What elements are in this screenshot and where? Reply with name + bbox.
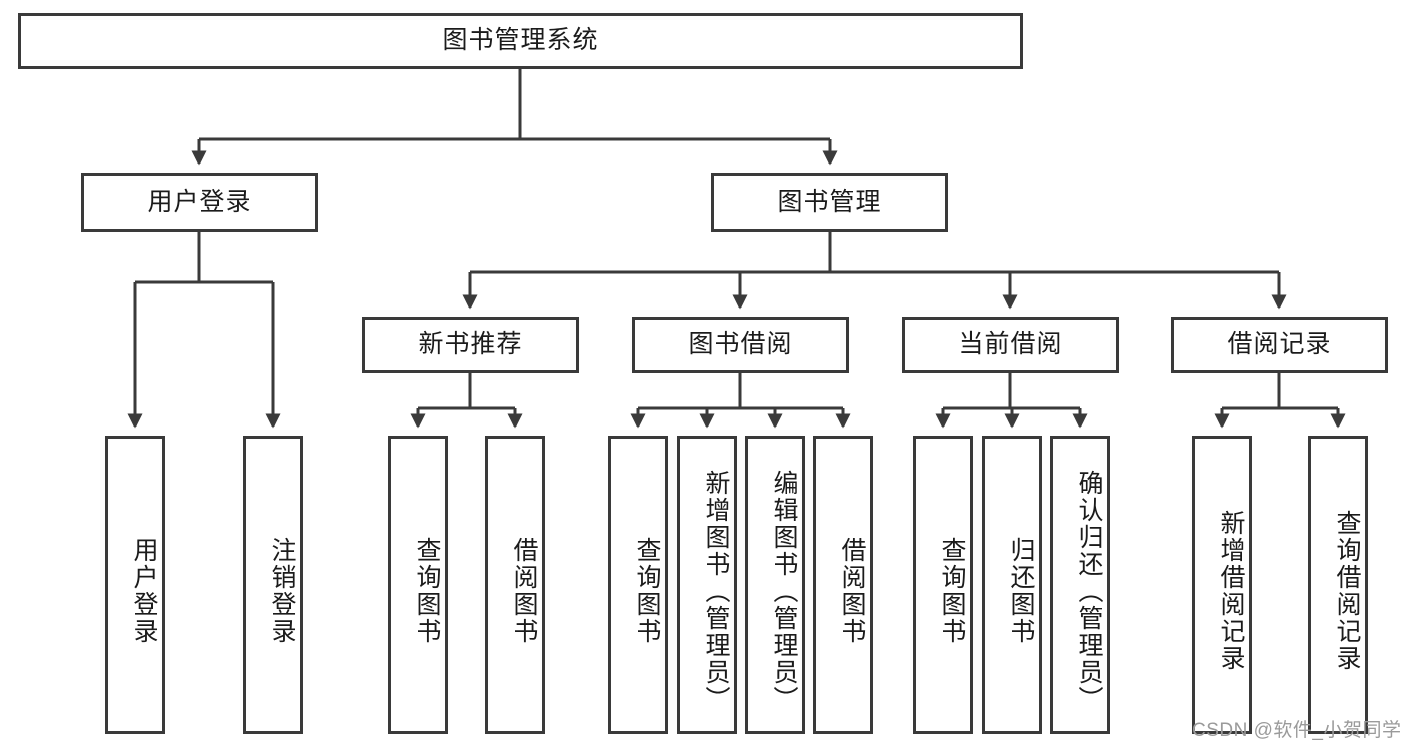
node-current-borrow-label: 当前借阅 (958, 330, 1063, 359)
leaf-query-book-current[interactable]: 查询图书 (913, 436, 973, 734)
leaf-logout[interactable]: 注销登录 (243, 436, 303, 734)
leaf-return-book[interactable]: 归还图书 (982, 436, 1042, 734)
node-new-book-recommend[interactable]: 新书推荐 (362, 317, 579, 373)
node-borrow-record[interactable]: 借阅记录 (1171, 317, 1388, 373)
leaf-query-borrow-record-label: 查询借阅记录 (1333, 510, 1361, 672)
leaf-query-borrow-record[interactable]: 查询借阅记录 (1308, 436, 1368, 734)
leaf-query-book-newbook-label: 查询图书 (413, 537, 441, 645)
leaf-user-login[interactable]: 用户登录 (105, 436, 165, 734)
leaf-edit-book-admin-label: 编辑图书（管理员） (770, 469, 798, 713)
leaf-add-borrow-record[interactable]: 新增借阅记录 (1192, 436, 1252, 734)
leaf-query-book-borrow[interactable]: 查询图书 (608, 436, 668, 734)
leaf-borrow-book-label: 借阅图书 (838, 537, 866, 645)
node-current-borrow[interactable]: 当前借阅 (902, 317, 1119, 373)
leaf-confirm-return-admin-label: 确认归还（管理员） (1075, 469, 1103, 713)
leaf-borrow-book-newbook-label: 借阅图书 (510, 537, 538, 645)
leaf-query-book-current-label: 查询图书 (938, 537, 966, 645)
node-borrow-record-label: 借阅记录 (1227, 330, 1332, 359)
leaf-edit-book-admin[interactable]: 编辑图书（管理员） (745, 436, 805, 734)
node-new-book-recommend-label: 新书推荐 (418, 330, 523, 359)
leaf-return-book-label: 归还图书 (1007, 537, 1035, 645)
node-root[interactable]: 图书管理系统 (18, 13, 1023, 69)
node-root-label: 图书管理系统 (442, 26, 599, 55)
leaf-confirm-return-admin[interactable]: 确认归还（管理员） (1050, 436, 1110, 734)
leaf-add-book-admin[interactable]: 新增图书（管理员） (677, 436, 737, 734)
node-book-management-label: 图书管理 (777, 187, 882, 216)
node-book-borrow-label: 图书借阅 (688, 330, 793, 359)
leaf-borrow-book-newbook[interactable]: 借阅图书 (485, 436, 545, 734)
leaf-borrow-book[interactable]: 借阅图书 (813, 436, 873, 734)
node-book-management[interactable]: 图书管理 (711, 173, 948, 232)
leaf-user-login-label: 用户登录 (130, 537, 158, 645)
leaf-query-book-borrow-label: 查询图书 (633, 537, 661, 645)
node-user-login[interactable]: 用户登录 (81, 173, 318, 232)
leaf-query-book-newbook[interactable]: 查询图书 (388, 436, 448, 734)
csdn-watermark: CSDN @软件_小贺同学 (1192, 720, 1402, 741)
node-book-borrow[interactable]: 图书借阅 (632, 317, 849, 373)
leaf-add-borrow-record-label: 新增借阅记录 (1217, 510, 1245, 672)
node-user-login-label: 用户登录 (147, 187, 252, 216)
leaf-add-book-admin-label: 新增图书（管理员） (702, 469, 730, 713)
leaf-logout-label: 注销登录 (268, 537, 296, 645)
